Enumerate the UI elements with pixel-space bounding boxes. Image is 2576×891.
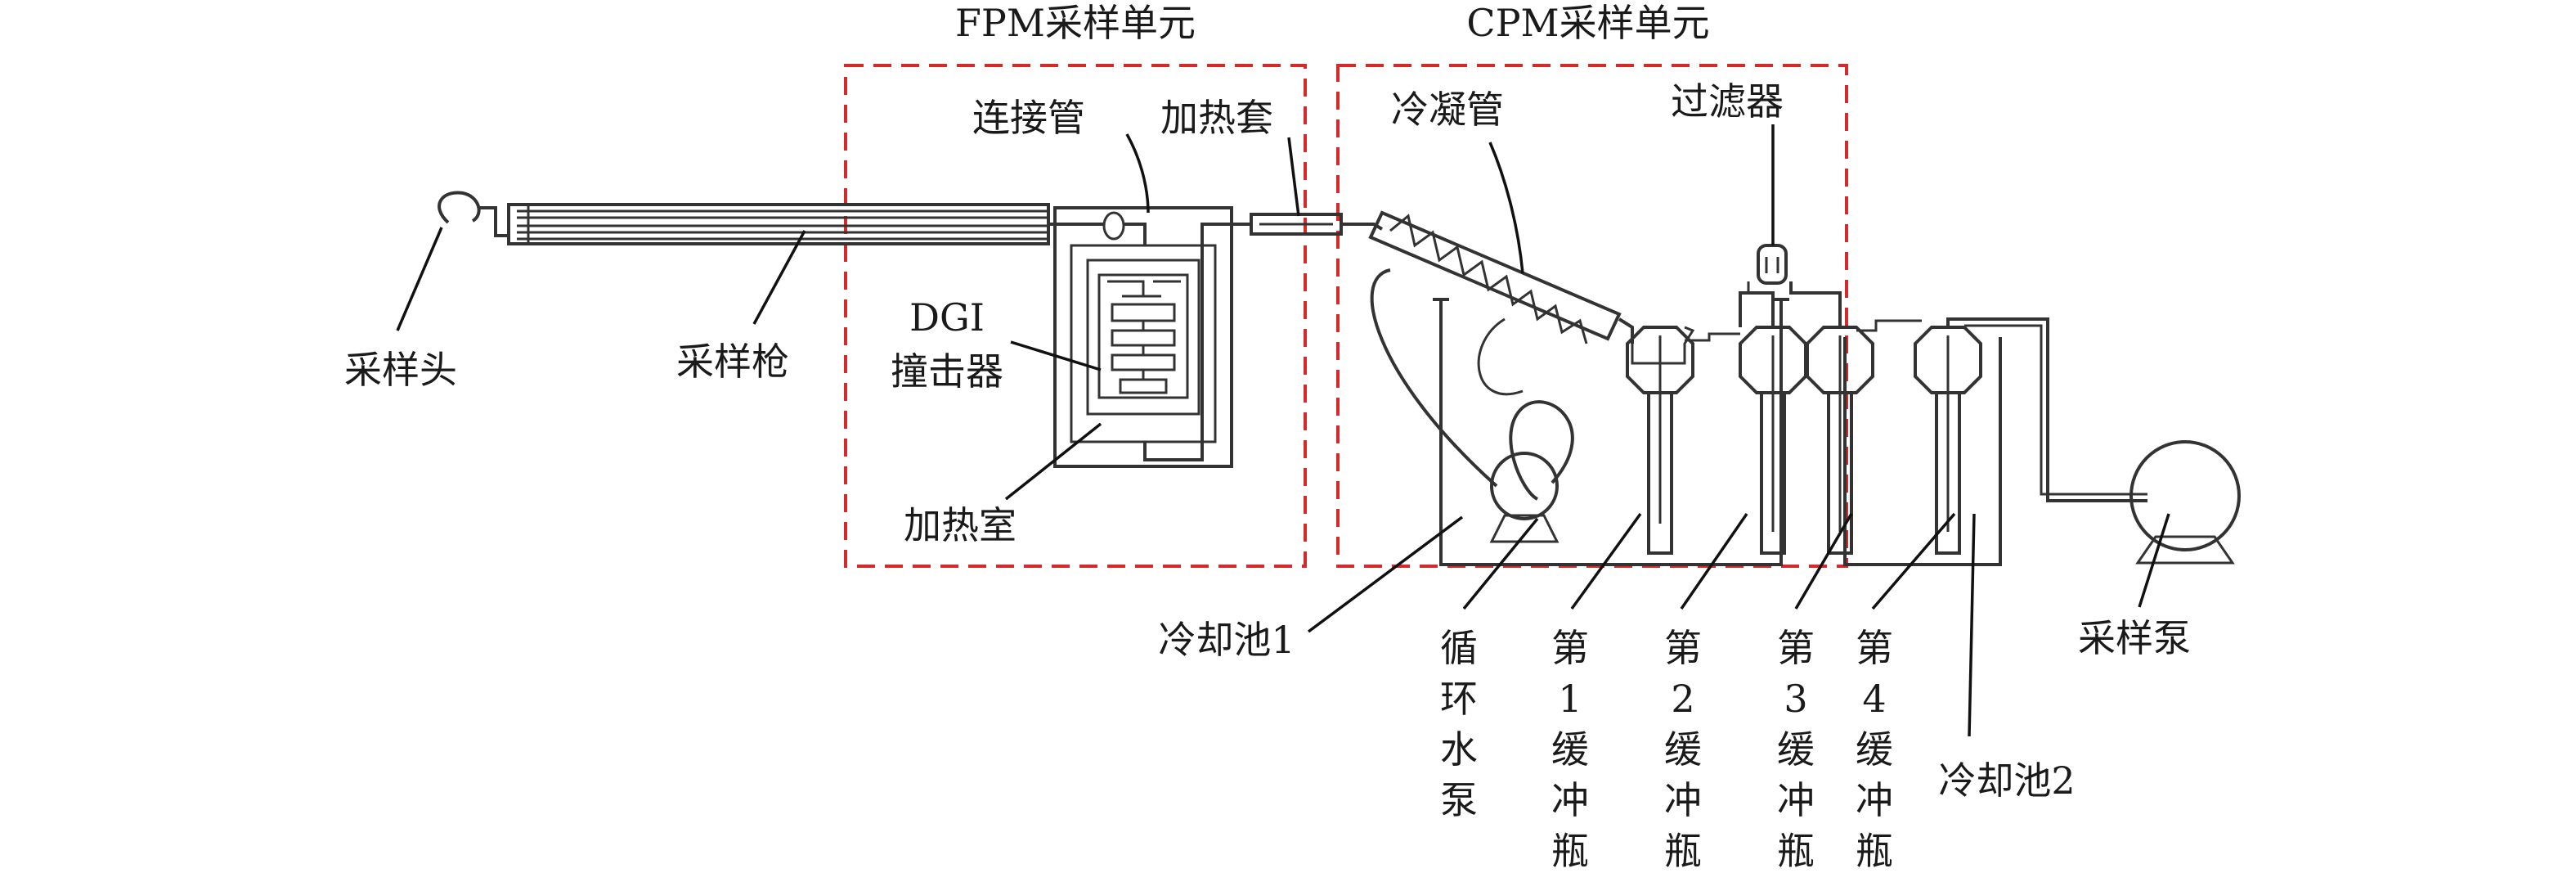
- leader-buffer-1: [1570, 512, 1642, 610]
- cooling-pool-1-shape: [1439, 299, 1783, 566]
- leader-cooling-pool-2: [1968, 513, 1976, 737]
- label-buffer-3-char: 瓶: [1777, 829, 1815, 873]
- label-circulating-pump-char: 水: [1440, 727, 1478, 772]
- label-circulating-pump: 循 环 水 泵: [1440, 626, 1478, 822]
- label-buffer-3-char: 缓: [1777, 727, 1815, 772]
- leader-dgi-impactor: [1010, 340, 1102, 371]
- sampling-gun-shape: [507, 203, 1050, 245]
- leader-connecting-tube: [1125, 133, 1150, 214]
- label-buffer-4-char: 冲: [1856, 778, 1893, 822]
- leader-heating-chamber: [1004, 422, 1102, 501]
- leader-heating-jacket: [1287, 137, 1300, 217]
- label-cooling-pool-1: 冷却池1: [1158, 618, 1295, 662]
- buffer-bottle-4-shape: [1914, 326, 1982, 555]
- label-buffer-3-char: 冲: [1777, 778, 1815, 822]
- label-buffer-2-char: 缓: [1664, 727, 1702, 772]
- cooling-pool-2-shape: [1843, 337, 2002, 566]
- label-circulating-pump-char: 泵: [1440, 778, 1478, 822]
- label-buffer-4-char: 缓: [1856, 727, 1893, 772]
- label-buffer-1-char: 冲: [1551, 778, 1589, 822]
- label-buffer-2-char: 冲: [1664, 778, 1702, 822]
- condenser-shape: [1341, 210, 1634, 344]
- outlet-pipe-to-pump: [1946, 317, 2147, 502]
- label-sampling-gun: 采样枪: [676, 340, 789, 384]
- dgi-impactor-shape: [1070, 244, 1217, 443]
- heating-chamber-shape: [1053, 206, 1233, 468]
- label-heating-jacket: 加热套: [1160, 96, 1273, 140]
- sampling-pump-shape: [2129, 440, 2241, 551]
- label-buffer-3: 第 3 缓 冲 瓶: [1777, 626, 1815, 873]
- label-buffer-1-char: 缓: [1551, 727, 1589, 772]
- label-sampling-pump: 采样泵: [2078, 616, 2191, 660]
- label-buffer-2: 第 2 缓 冲 瓶: [1664, 626, 1702, 873]
- buffer-bottle-2-shape: [1739, 326, 1807, 555]
- label-dgi-line2: 撞击器: [891, 349, 1003, 394]
- label-filter: 过滤器: [1671, 79, 1784, 124]
- label-buffer-4-char: 瓶: [1856, 829, 1893, 873]
- leader-buffer-4: [1871, 512, 1956, 610]
- label-buffer-3-char: 第: [1777, 626, 1815, 670]
- label-circulating-pump-char: 循: [1440, 626, 1478, 670]
- fpm-unit-title: FPM采样单元: [955, 1, 1196, 45]
- label-buffer-2-char: 第: [1664, 626, 1702, 670]
- circulating-pump-shape: [1490, 452, 1559, 520]
- leader-condenser: [1488, 142, 1524, 274]
- sampling-head-shape: [438, 191, 481, 224]
- label-buffer-4-char: 4: [1862, 677, 1886, 721]
- filter-shape: [1757, 244, 1788, 285]
- label-buffer-4-char: 第: [1856, 626, 1893, 670]
- label-cooling-pool-2: 冷却池2: [1938, 758, 2075, 803]
- cpm-unit-box: [1336, 64, 1848, 568]
- label-dgi-line1: DGI: [909, 295, 985, 340]
- label-sampling-head: 采样头: [344, 348, 457, 392]
- label-buffer-1-char: 1: [1558, 677, 1582, 721]
- label-connecting-tube: 连接管: [972, 96, 1085, 140]
- leader-cooling-pool-1: [1307, 515, 1464, 633]
- cooling-water-loop-b: [1509, 400, 1574, 501]
- inlet-pipe: [1048, 223, 1147, 245]
- label-buffer-2-char: 瓶: [1664, 829, 1702, 873]
- label-buffer-1-char: 第: [1551, 626, 1589, 670]
- sampling-head-neck: [479, 206, 510, 237]
- leader-circulating-pump: [1462, 517, 1539, 610]
- buffer-bottle-1-shape: [1626, 326, 1695, 555]
- cpm-unit-title: CPM采样单元: [1466, 1, 1709, 45]
- label-heating-chamber: 加热室: [904, 503, 1016, 547]
- leader-sampling-gun: [752, 230, 806, 325]
- label-buffer-3-char: 3: [1784, 677, 1807, 721]
- label-buffer-2-char: 2: [1671, 677, 1694, 721]
- label-buffer-1: 第 1 缓 冲 瓶: [1551, 626, 1589, 873]
- label-buffer-4: 第 4 缓 冲 瓶: [1856, 626, 1893, 873]
- cooling-water-loop-a: [1370, 268, 1498, 488]
- connecting-tube-fitting: [1102, 211, 1125, 241]
- leader-buffer-2: [1680, 513, 1748, 610]
- buffer-bottle-3-shape: [1806, 326, 1874, 555]
- label-circulating-pump-char: 环: [1440, 677, 1478, 721]
- leader-buffer-3: [1794, 513, 1853, 610]
- fpm-unit-box: [844, 64, 1307, 568]
- leader-sampling-head: [396, 227, 443, 331]
- leader-sampling-pump: [2138, 513, 2170, 608]
- impactor-outlet-pipe: [1143, 223, 1251, 461]
- label-buffer-1-char: 瓶: [1551, 829, 1589, 873]
- label-condenser: 冷凝管: [1391, 88, 1504, 132]
